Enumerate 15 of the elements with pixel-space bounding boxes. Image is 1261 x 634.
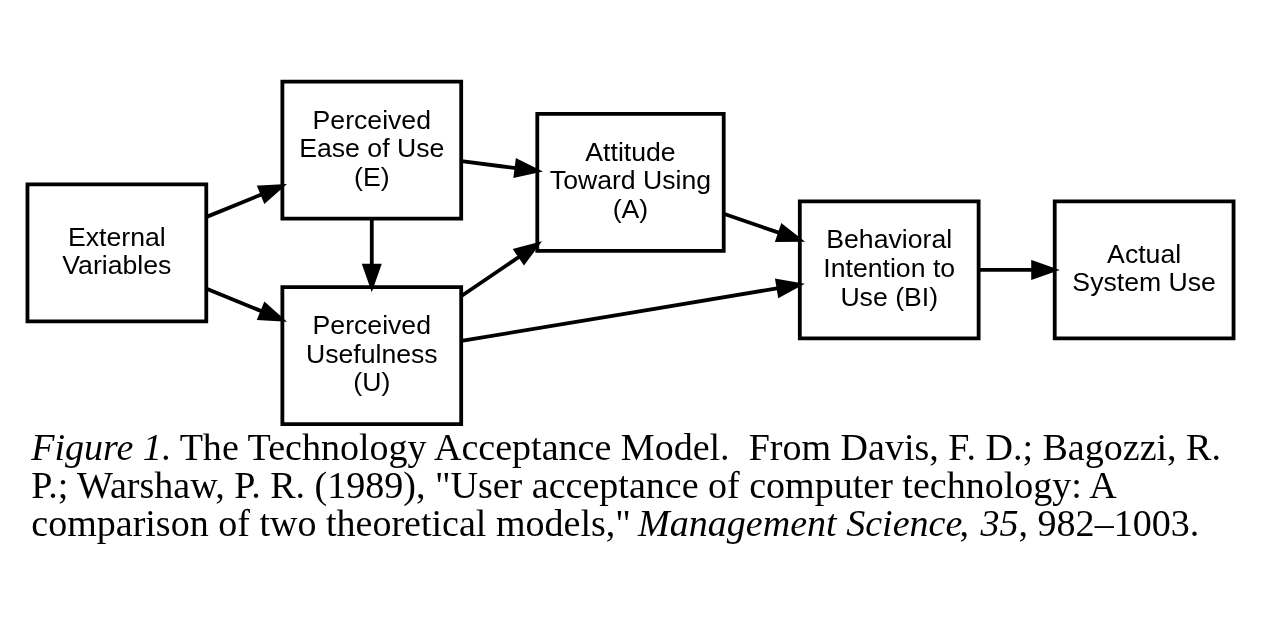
caption: Figure 1. The Technology Acceptance Model. From Davis, F. D.; Bagozzi, R. P.; Warshaw, P. R. (1989), "User acceptance of computer technology: A comparison of two theoretical models," Management Science, 35, 982–1003.: [31, 425, 1221, 544]
arrow: [205, 183, 287, 219]
arrow: [461, 278, 805, 343]
node-box: Behavioral Intention to Use (BI): [797, 199, 981, 340]
arrow: [361, 218, 382, 292]
arrow: [205, 286, 287, 322]
node-box: Attitude Toward Using (A): [535, 111, 726, 253]
arrow: [723, 211, 806, 242]
arrow: [461, 157, 543, 178]
arrow: [460, 240, 542, 298]
node-box: Actual System Use: [1052, 199, 1236, 340]
node-box: Perceived Usefulness (U): [280, 284, 464, 426]
node-box: External Variables: [25, 181, 209, 323]
arrow: [978, 259, 1060, 280]
node-box: Perceived Ease of Use (E): [280, 79, 464, 220]
